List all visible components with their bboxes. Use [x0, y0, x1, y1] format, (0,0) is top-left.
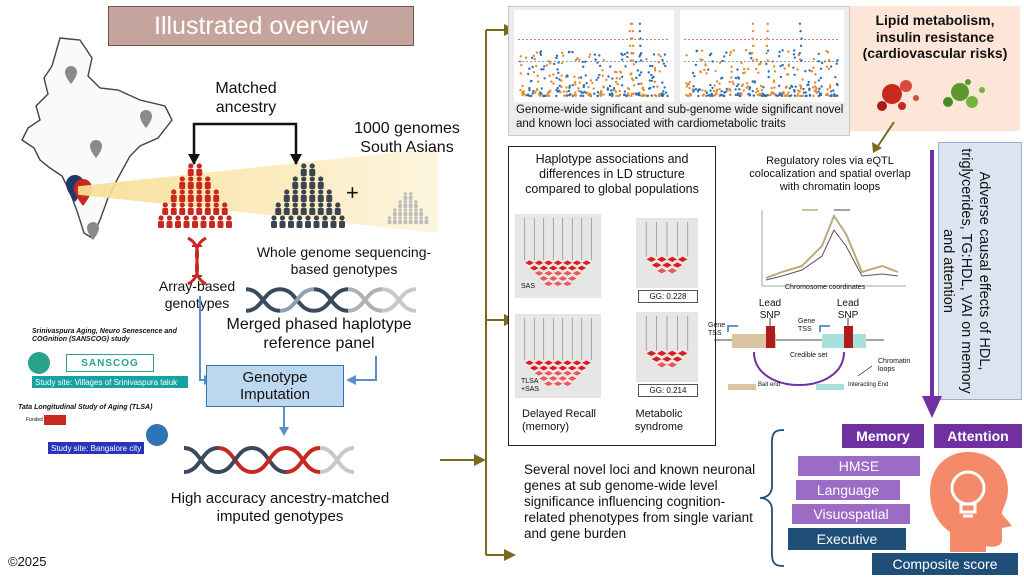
neuronal-text: Several novel loci and known neuronal ge…: [524, 462, 756, 541]
copyright: ©2025: [8, 554, 47, 569]
sanscog-logo: SANSCOG: [66, 354, 154, 372]
credible-set-label: Credible set: [790, 352, 828, 359]
lipid-title: Lipid metabolism, insulin resistance (ca…: [862, 12, 1008, 62]
plus-sign: +: [346, 180, 359, 205]
chromatin-loops-label: Chromatin loops: [878, 358, 911, 374]
lipid-down-arrow-icon: [872, 121, 895, 153]
adverse-text: Adverse causal effects of HDL, triglycer…: [939, 148, 992, 394]
visuospatial-badge: Visuospatial: [792, 504, 910, 524]
india-outline: [21, 37, 173, 240]
gg1-box: GG: 0.228: [638, 290, 698, 303]
gwas-caption: Genome-wide significant and sub-genome w…: [516, 104, 844, 130]
tlsa-badge-icon: [146, 424, 168, 446]
gene-tss-2: Gene TSS: [798, 318, 816, 334]
lead-snp-1: Lead SNP: [758, 298, 782, 321]
high-accuracy-label: High accuracy ancestry-matched imputed g…: [170, 490, 390, 525]
title-box: Illustrated overview: [108, 6, 414, 46]
sanscog-site: Study site: Villages of Srinivaspura tal…: [32, 376, 188, 388]
lipid-molecules-icon: [877, 79, 985, 111]
sanscog-badge-icon: [28, 352, 50, 374]
attention-badge: Attention: [934, 424, 1022, 448]
imputed-dna-icon: [183, 446, 355, 474]
reference-people-icon: [387, 192, 429, 225]
sanscog-title: Srinivaspura Aging, Neuro Senescence and…: [32, 328, 177, 344]
page-title: Illustrated overview: [154, 11, 368, 40]
chromatin-loop-diagram: [714, 318, 884, 390]
hmse-badge: HMSE: [798, 456, 920, 476]
ld-plot-gg1: [636, 218, 698, 288]
haplotype-title: Haplotype associations and differences i…: [525, 152, 699, 196]
genotype-imputation-box: Genotype Imputation: [206, 365, 344, 407]
gg2-box: GG: 0.214: [638, 384, 698, 397]
location-pin-icon: [65, 66, 152, 240]
matched-ancestry-arrows: [188, 122, 302, 165]
adverse-down-arrow-icon: [922, 396, 942, 418]
regulatory-title: Regulatory roles via eQTL colocalization…: [749, 155, 911, 193]
tlsa-site: Study site: Bangalore city: [48, 442, 144, 454]
wgs-cohort-people-icon: [271, 163, 345, 228]
language-badge: Language: [796, 480, 900, 500]
bait-end-label: Bait end: [758, 382, 781, 388]
dna-red-icon: [187, 236, 207, 286]
interacting-end-label: Interacting End: [848, 382, 889, 388]
array-cohort-people-icon: [158, 163, 232, 228]
branch-arrows: [440, 24, 516, 561]
india-map: [21, 37, 173, 240]
adverse-arrow-shaft: [930, 150, 934, 400]
sas-label: SAS: [521, 283, 536, 290]
manhattan-plot-right: [680, 10, 844, 102]
array-genotypes-label: Array-based genotypes: [158, 278, 236, 311]
wgs-genotypes-label: Whole genome sequencing-based genotypes: [256, 244, 432, 277]
memory-badge: Memory: [842, 424, 924, 448]
metabolic-label: Metabolic syndrome: [634, 408, 684, 433]
executive-badge: Executive: [788, 528, 906, 550]
merged-dna-icon: [245, 287, 417, 313]
lipid-panel: [850, 6, 1020, 131]
imputation-label: Genotype Imputation: [239, 368, 311, 403]
neuronal-bracket: [759, 429, 785, 567]
tlsa-sas-label: TLSA +SAS: [521, 378, 540, 394]
ld-plot-sas: [515, 214, 601, 298]
delayed-recall-label: Delayed Recall (memory): [522, 408, 596, 433]
composite-badge: Composite score: [872, 553, 1018, 575]
ld-plot-tlsa: [515, 314, 601, 398]
regulatory-x-axis: Chromosome coordinates: [784, 284, 866, 291]
gene-tss-1: Gene TSS: [708, 322, 726, 338]
eqtl-coloc-plot: [761, 209, 906, 287]
tlsa-funded: Funded by: [26, 417, 50, 423]
lead-snp-2: Lead SNP: [836, 298, 860, 321]
funder-logo: [44, 415, 66, 425]
tlsa-title: Tata Longitudinal Study of Aging (TLSA): [18, 404, 153, 411]
matched-ancestry-label: Matched ancestry: [215, 80, 277, 116]
adverse-panel: [938, 142, 1022, 400]
ld-plot-gg2: [636, 312, 698, 382]
thousand-genomes-label: 1000 genomes South Asians: [354, 120, 460, 156]
merged-panel-label: Merged phased haplotype reference panel: [226, 316, 412, 352]
manhattan-plot-left: [514, 10, 674, 102]
head-lightbulb-icon: [930, 452, 1012, 552]
imputation-down-arrow-icon: [279, 407, 289, 436]
